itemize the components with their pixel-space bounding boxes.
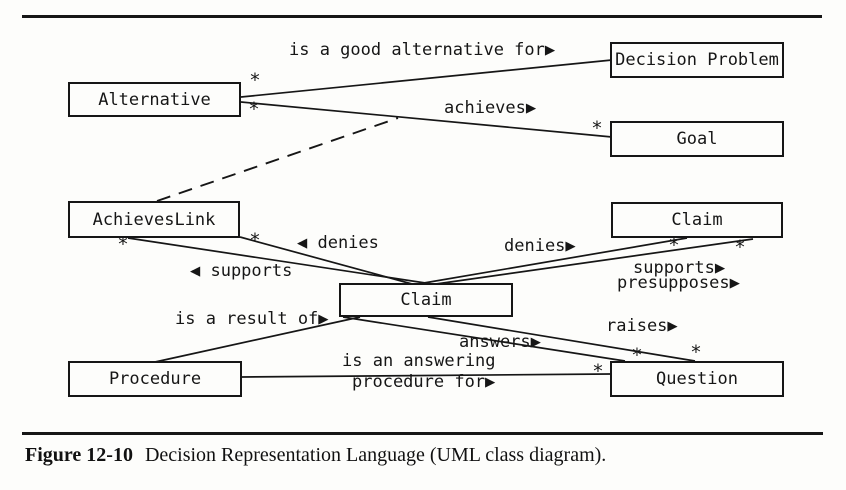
class-name: Goal xyxy=(676,129,718,149)
figure-caption-text: Decision Representation Language (UML cl… xyxy=(144,444,607,466)
caption-rule xyxy=(22,432,823,435)
multiplicity-star: * xyxy=(249,229,261,252)
class-box-achieveslink: AchievesLink xyxy=(68,201,240,238)
multiplicity-star: * xyxy=(592,360,604,383)
multiplicity-star: * xyxy=(631,344,643,367)
good-alternative-line xyxy=(240,59,613,98)
class-name: Alternative xyxy=(98,89,211,110)
result-of-line xyxy=(154,316,361,363)
denies-left-line xyxy=(239,236,413,285)
presupposes-label: presupposes▶ xyxy=(617,273,740,293)
class-name: Question xyxy=(656,369,738,389)
answering-procedure-label-line1: is an answering xyxy=(342,351,496,371)
achieves-label: achieves▶ xyxy=(444,98,537,118)
multiplicity-star: * xyxy=(734,236,746,259)
class-box-procedure: Procedure xyxy=(68,361,242,397)
answering-procedure-line xyxy=(241,373,611,378)
denies-left-label: ◀ denies xyxy=(297,233,379,253)
multiplicity-star: * xyxy=(690,341,702,364)
answers-line xyxy=(342,316,626,362)
class-name: Decision Problem xyxy=(615,50,779,70)
good-alternative-label: is a good alternative for▶ xyxy=(289,40,556,60)
achieves-line xyxy=(240,101,613,138)
raises-label: raises▶ xyxy=(606,316,678,336)
answers-label: answers▶ xyxy=(459,332,541,352)
supports-left-label: ◀ supports xyxy=(190,261,293,281)
class-box-goal: Goal xyxy=(610,121,784,157)
denies-right-line xyxy=(417,237,688,285)
answering-procedure-label-line2: procedure for▶ xyxy=(352,372,496,392)
denies-right-label: denies▶ xyxy=(504,236,576,256)
supports-presupposes-line xyxy=(435,238,754,285)
class-name: Claim xyxy=(671,210,723,230)
figure-number: Figure 12-10 xyxy=(25,444,133,466)
class-box-decision-problem: Decision Problem xyxy=(610,42,784,78)
figure-caption: Figure 12-10 Decision Representation Lang… xyxy=(25,444,606,467)
multiplicity-star: * xyxy=(591,117,603,140)
multiplicity-star: * xyxy=(249,69,261,92)
multiplicity-star: * xyxy=(117,233,129,256)
class-box-claim-center: Claim xyxy=(339,283,513,317)
top-rule xyxy=(22,15,822,18)
raises-line xyxy=(427,316,696,362)
class-name: Claim xyxy=(400,290,452,310)
multiplicity-star: * xyxy=(668,234,680,257)
association-class-anchor-line xyxy=(156,117,399,202)
class-box-claim-right: Claim xyxy=(611,202,783,238)
class-name: Procedure xyxy=(108,369,202,389)
result-of-label: is a result of▶ xyxy=(175,309,329,329)
multiplicity-star: * xyxy=(248,98,260,121)
class-name: AchievesLink xyxy=(92,209,216,230)
class-box-question: Question xyxy=(610,361,784,397)
supports-right-label: supports▶ xyxy=(633,258,726,278)
class-box-alternative: Alternative xyxy=(68,82,241,117)
